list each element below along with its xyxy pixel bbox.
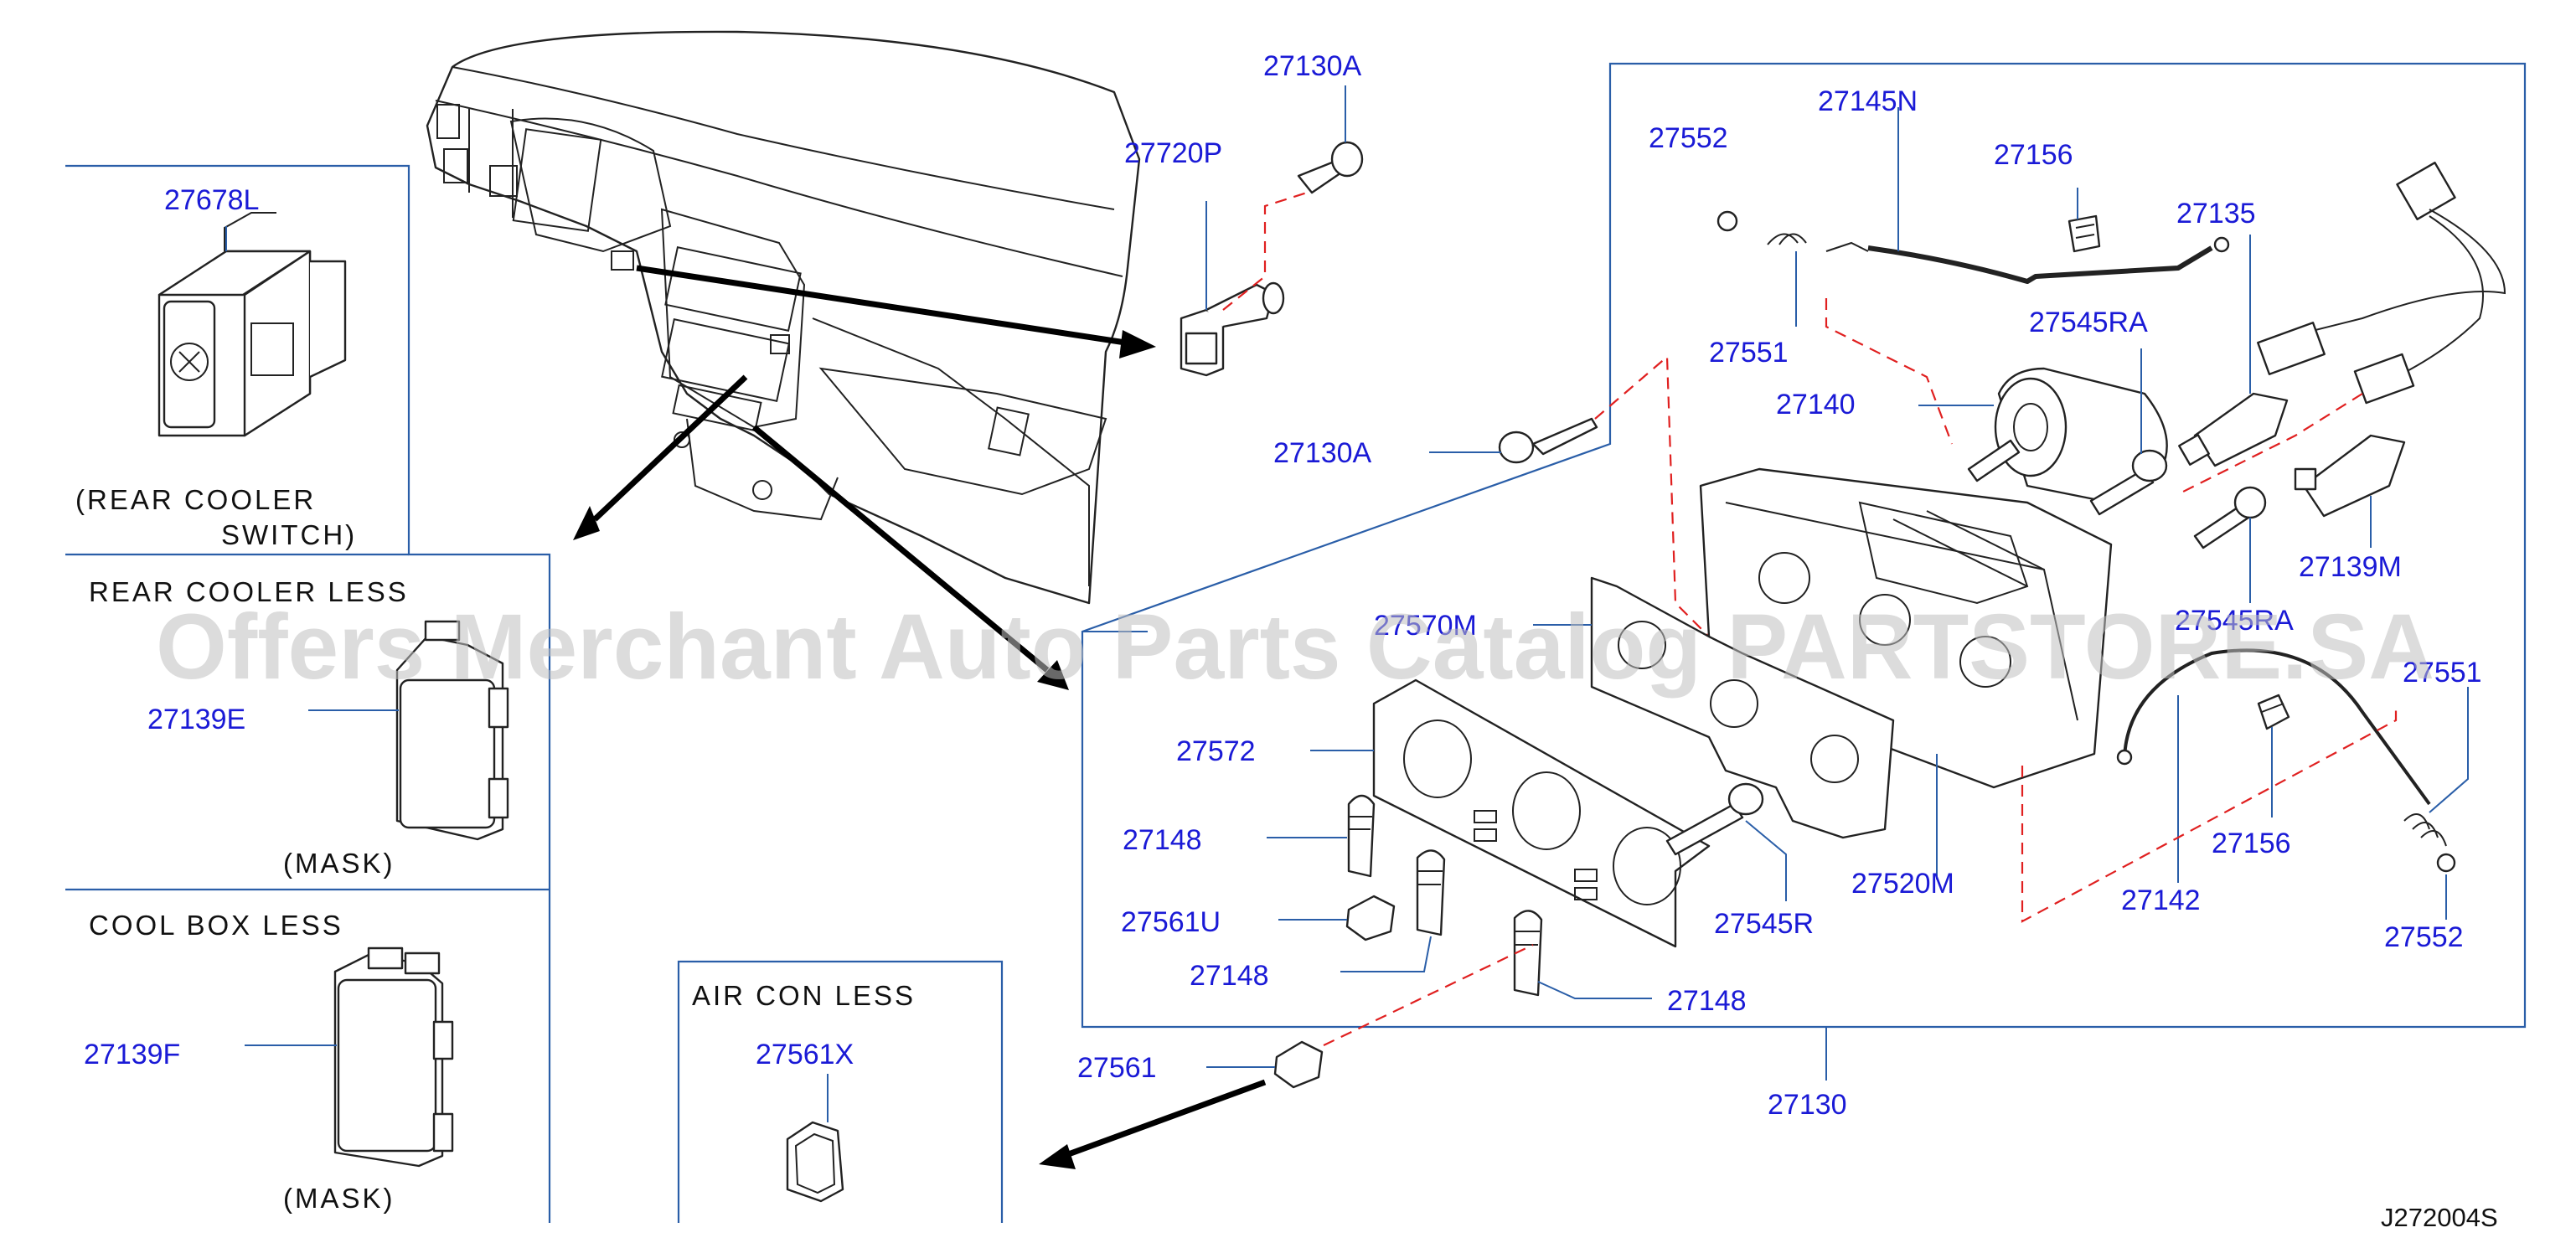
dash-27142 [2021, 707, 2398, 923]
cover-27570M [1590, 576, 1895, 839]
caption-mask-1: (MASK) [283, 848, 395, 879]
label-27142: 27142 [2121, 885, 2201, 916]
leader-27551-right [2429, 687, 2469, 813]
front-panel-27572 [1372, 678, 1711, 948]
connector-27135 [2178, 392, 2289, 467]
label-27678L: 27678L [164, 184, 259, 216]
knob-27561X [786, 1121, 844, 1203]
label-27139F: 27139F [84, 1039, 180, 1070]
bulb-27545RA-mid [2193, 486, 2267, 549]
label-27561: 27561 [1077, 1052, 1157, 1084]
label-27545R: 27545R [1714, 908, 1814, 940]
knob-27148-b [1416, 849, 1446, 936]
mask-27139F [333, 946, 454, 1168]
label-27545RA-mid: 27545RA [2175, 605, 2294, 637]
cable-27145N [1716, 210, 2230, 284]
caption-air-con-less: AIR CON LESS [692, 980, 916, 1011]
rear-cooler-switch [157, 212, 347, 437]
knob-27148-a [1347, 794, 1376, 878]
mask-27139E [395, 620, 509, 841]
label-27148-a: 27148 [1123, 824, 1202, 856]
dash-27561 [1323, 944, 1534, 1046]
dash-27130A [1594, 354, 1710, 637]
leader-27148-b [1340, 936, 1432, 972]
label-27552-low: 27552 [2384, 921, 2464, 953]
label-27520M: 27520M [1851, 868, 1954, 900]
label-27561X: 27561X [756, 1039, 854, 1070]
leader-27148-c [1537, 981, 1652, 999]
label-27135: 27135 [2176, 198, 2256, 230]
part-labels: 27678L 27139E 27139F 27561X 27130A 27720… [84, 50, 2482, 1121]
caption-rear-cooler-switch-2: SWITCH) [221, 519, 357, 550]
captions: (REAR COOLER SWITCH) REAR COOLER LESS (M… [75, 484, 2498, 1232]
dash-27720P [1222, 191, 1308, 311]
clip-27156-top [2068, 214, 2101, 253]
cable-27142 [2116, 648, 2431, 806]
screw-27130A-mid [1498, 417, 1598, 464]
label-27140: 27140 [1776, 389, 1856, 420]
label-27561U: 27561U [1121, 906, 1221, 938]
spring-27551-right [2403, 813, 2456, 873]
label-27551-top: 27551 [1709, 337, 1789, 369]
bulb-27545RA-top [2089, 449, 2168, 516]
watermark: Offers Merchant Auto Parts Catalog PARTS… [156, 596, 2434, 699]
label-27570M: 27570M [1374, 610, 1477, 642]
motor-27140 [1967, 367, 2168, 504]
clip-27156-low [2257, 694, 2290, 730]
left-panel-frames [65, 164, 1004, 1223]
label-27720P: 27720P [1124, 137, 1222, 169]
diagram-code: J272004S [2381, 1203, 2498, 1232]
label-27139M: 27139M [2299, 551, 2402, 583]
label-27545RA-top: 27545RA [2029, 307, 2148, 338]
caption-rear-cooler-less: REAR COOLER LESS [89, 576, 409, 607]
bracket-27720P [1180, 281, 1285, 377]
connector-27139M [2294, 434, 2406, 518]
label-27572: 27572 [1176, 735, 1256, 767]
label-27156-low: 27156 [2212, 828, 2291, 859]
caption-cool-box-less: COOL BOX LESS [89, 910, 343, 941]
label-27156-top: 27156 [1994, 139, 2073, 171]
label-27130A-mid: 27130A [1273, 437, 1372, 469]
leader-27545R [1745, 820, 1787, 901]
caption-rear-cooler-switch-1: (REAR COOLER [75, 484, 316, 515]
label-27130: 27130 [1768, 1089, 1847, 1121]
harness [2257, 162, 2506, 405]
label-27148-c: 27148 [1667, 985, 1747, 1017]
knob-27561U [1345, 895, 1396, 941]
dash-27145N [1825, 298, 1954, 445]
callout-arrows [573, 265, 1267, 1169]
label-27130A-top: 27130A [1263, 50, 1362, 82]
label-27552-top: 27552 [1649, 122, 1728, 154]
knob-27561 [1273, 1040, 1324, 1089]
bulb-27545R [1665, 782, 1764, 856]
label-27551-right: 27551 [2403, 657, 2482, 689]
caption-mask-2: (MASK) [283, 1183, 395, 1214]
screw-27130A-top [1297, 141, 1364, 194]
label-27148-b: 27148 [1190, 960, 1269, 992]
dash-harness [2177, 393, 2363, 495]
label-27139E: 27139E [147, 704, 245, 735]
knob-27148-c [1513, 910, 1543, 997]
assembly-frame [1081, 62, 2527, 1029]
dashboard-illustration [426, 30, 1141, 605]
label-27145N: 27145N [1818, 85, 1918, 117]
